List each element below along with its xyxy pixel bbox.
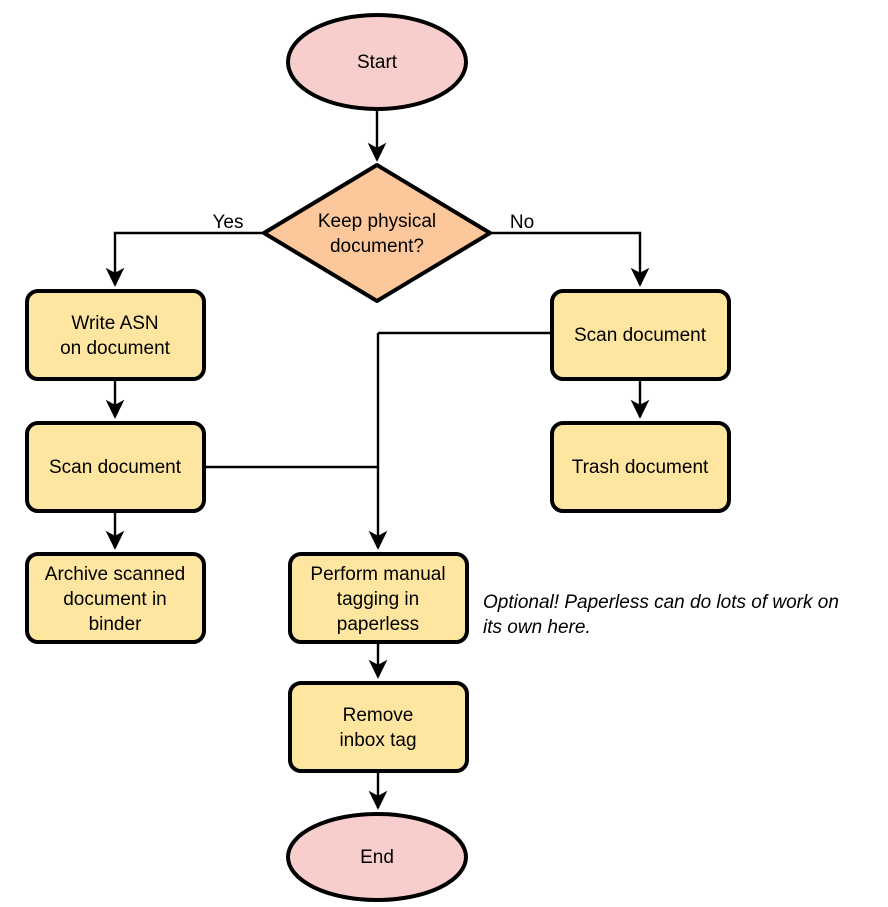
edge-decision-no-to-scan-document bbox=[490, 231, 650, 287]
edge-decision-yes-to-write-asn bbox=[105, 231, 265, 287]
decision-label-line1: Keep physical bbox=[318, 211, 436, 232]
write-asn-box-shape[interactable] bbox=[25, 289, 206, 381]
end-terminator-shape[interactable] bbox=[286, 812, 468, 902]
write-asn-label-line1: Write ASN bbox=[71, 313, 158, 334]
node-perform-manual-tagging[interactable]: Perform manual tagging in paperless bbox=[288, 552, 469, 644]
tagging-box-shape[interactable] bbox=[288, 552, 469, 644]
archive-box-shape[interactable] bbox=[25, 552, 206, 644]
remove-inbox-tag-label-line1: Remove bbox=[343, 705, 414, 726]
optional-note-line2: its own here. bbox=[483, 617, 591, 638]
tagging-label-line2: tagging in bbox=[337, 589, 419, 610]
archive-label-line3: binder bbox=[89, 614, 142, 635]
write-asn-label-line2: on document bbox=[60, 338, 171, 359]
scan-document-left-label: Scan document bbox=[49, 457, 182, 478]
decision-diamond-shape[interactable] bbox=[262, 163, 492, 303]
archive-label-line2: document in bbox=[63, 589, 167, 610]
optional-note: Optional! Paperless can do lots of work … bbox=[483, 592, 839, 638]
optional-note-line1: Optional! Paperless can do lots of work … bbox=[483, 592, 839, 613]
scan-document-right-label: Scan document bbox=[574, 325, 707, 346]
node-start[interactable]: Start bbox=[286, 13, 468, 111]
remove-inbox-tag-box-shape[interactable] bbox=[288, 681, 469, 773]
edge-label-no: No bbox=[510, 212, 534, 233]
decision-label-line2: document? bbox=[330, 236, 424, 257]
remove-inbox-tag-label-line2: inbox tag bbox=[339, 730, 416, 751]
edge-group bbox=[105, 110, 650, 810]
trash-document-box-shape[interactable] bbox=[550, 421, 731, 513]
node-scan-document-left[interactable]: Scan document bbox=[25, 421, 206, 513]
end-label: End bbox=[360, 847, 394, 868]
node-scan-document-right[interactable]: Scan document bbox=[550, 289, 731, 381]
node-remove-inbox-tag[interactable]: Remove inbox tag bbox=[288, 681, 469, 773]
edge-label-yes: Yes bbox=[213, 212, 244, 233]
node-write-asn-on-document[interactable]: Write ASN on document bbox=[25, 289, 206, 381]
node-decision-keep-physical-document[interactable]: Keep physical document? bbox=[262, 163, 492, 303]
scan-document-left-box-shape[interactable] bbox=[25, 421, 206, 513]
edge-label-group: Yes No bbox=[213, 212, 535, 233]
start-label: Start bbox=[357, 52, 398, 73]
scan-document-right-box-shape[interactable] bbox=[550, 289, 731, 381]
tagging-label-line3: paperless bbox=[337, 614, 419, 635]
node-archive-scanned-document[interactable]: Archive scanned document in binder bbox=[25, 552, 206, 644]
tagging-label-line1: Perform manual bbox=[310, 564, 445, 585]
start-terminator-shape[interactable] bbox=[286, 13, 468, 111]
archive-label-line1: Archive scanned bbox=[45, 564, 185, 585]
trash-document-label: Trash document bbox=[572, 457, 709, 478]
node-end[interactable]: End bbox=[286, 812, 468, 902]
node-trash-document[interactable]: Trash document bbox=[550, 421, 731, 513]
